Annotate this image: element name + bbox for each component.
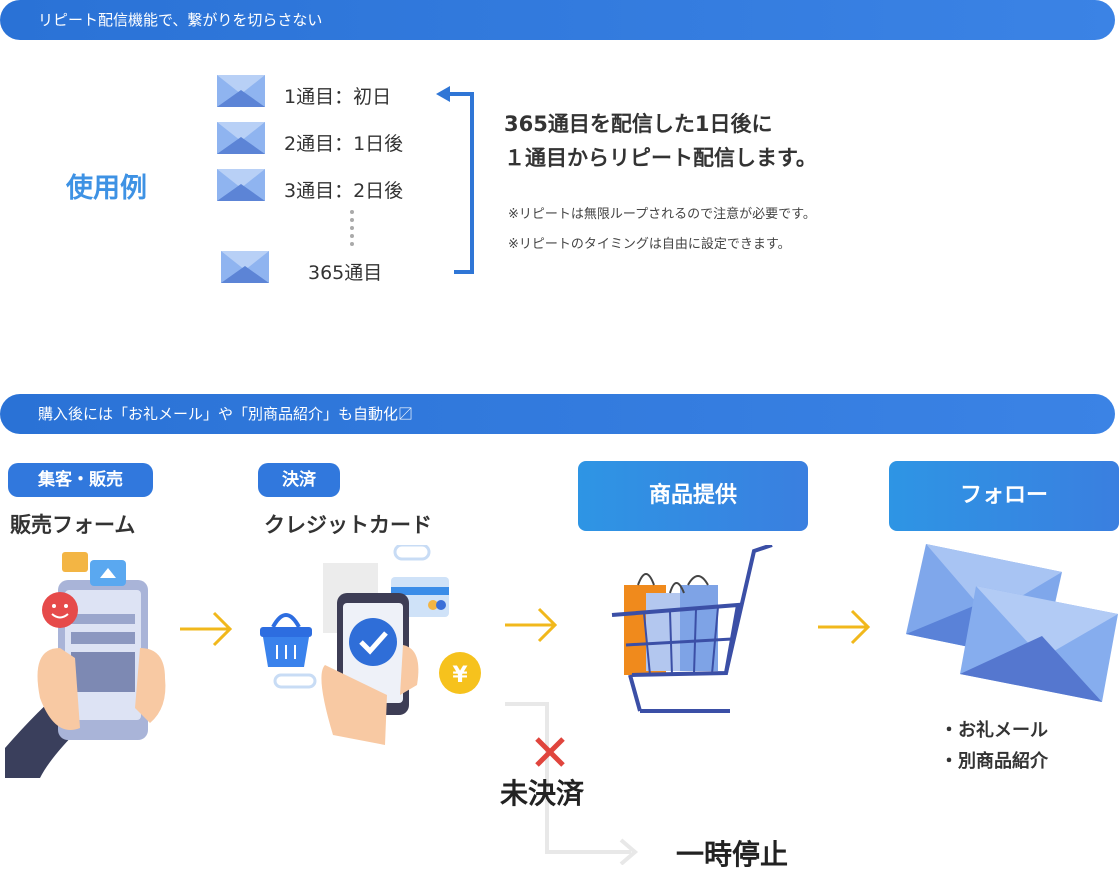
mail-label-1: 1通目：初日 <box>284 86 392 108</box>
follow-item-thanks-mail: ・お礼メール <box>940 720 1048 741</box>
arrow-right-icon <box>505 607 558 643</box>
mail-label-3: 3通目：2日後 <box>284 180 404 202</box>
payment-tag: 決済 <box>258 463 340 497</box>
arrow-right-icon <box>180 611 233 647</box>
follow-up-header: フォロー <box>889 461 1119 531</box>
credit-card-payment-icon: ¥ <box>260 545 481 745</box>
envelope-icon <box>217 169 265 201</box>
repeat-note-2: ※リピートのタイミングは自由に設定できます。 <box>508 237 791 252</box>
banner-title: 購入後には「お礼メール」や「別商品紹介」も自動化〼 <box>38 405 414 423</box>
envelope-icon <box>221 251 269 283</box>
repeat-message-line2: １通目からリピート配信します。 <box>504 146 817 170</box>
sales-tag: 集客・販売 <box>8 463 153 497</box>
repeat-message-line1: 365通目を配信した1日後に <box>504 112 773 136</box>
x-mark-icon <box>535 737 565 767</box>
usage-example-label: 使用例 <box>66 173 147 204</box>
envelope-icon <box>217 75 265 107</box>
product-delivery-header: 商品提供 <box>578 461 808 531</box>
mail-label-2: 2通目：1日後 <box>284 133 404 155</box>
repeat-delivery-banner: リピート配信機能で、繋がりを切らさない <box>0 0 1115 40</box>
follow-item-other-products: ・別商品紹介 <box>940 751 1048 772</box>
unpaid-branch-line <box>505 702 639 865</box>
loop-back-arrow-icon <box>436 86 474 274</box>
suspended-label: 一時停止 <box>676 838 789 871</box>
arrow-right-icon <box>818 609 871 645</box>
sales-form-title: 販売フォーム <box>10 513 136 537</box>
envelope-icon <box>217 122 265 154</box>
repeat-note-1: ※リピートは無限ループされるので注意が必要です。 <box>508 207 816 222</box>
ellipsis-dots <box>350 210 354 246</box>
credit-card-title: クレジットカード <box>264 513 432 537</box>
smartphone-form-icon <box>5 552 166 778</box>
unpaid-label: 未決済 <box>500 777 585 810</box>
yen-coin-icon: ¥ <box>452 663 468 688</box>
post-purchase-banner: 購入後には「お礼メール」や「別商品紹介」も自動化〼 <box>0 394 1115 434</box>
envelope-icon <box>906 544 1118 702</box>
shopping-cart-icon <box>611 545 773 713</box>
banner-title: リピート配信機能で、繋がりを切らさない <box>38 11 323 29</box>
mail-label-365: 365通目 <box>308 262 383 284</box>
